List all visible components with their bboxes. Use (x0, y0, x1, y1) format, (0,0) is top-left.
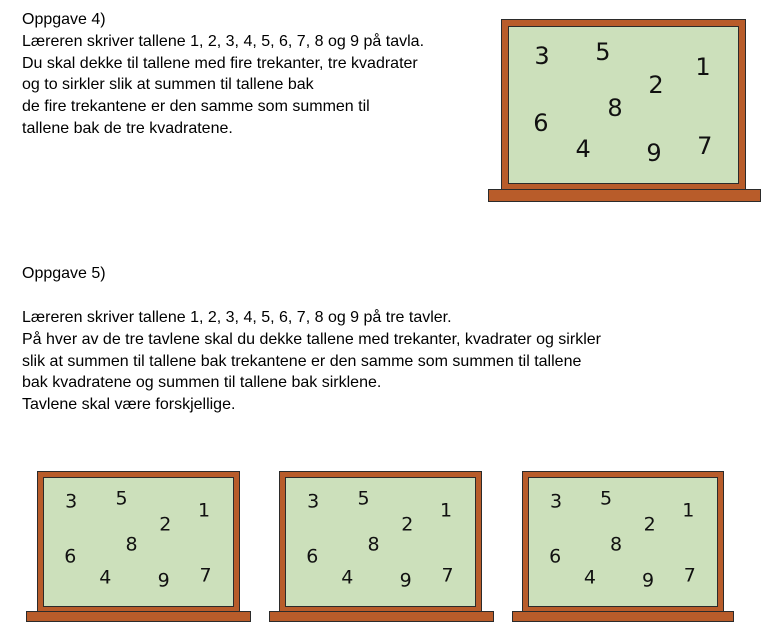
board-number-5: 5 (600, 487, 613, 510)
board-number-8: 8 (607, 94, 623, 123)
board-number-4: 4 (341, 566, 354, 589)
board-number-4: 4 (575, 134, 591, 163)
task5-line-1: Læreren skriver tallene 1, 2, 3, 4, 5, 6… (22, 309, 452, 326)
task4-line-5: tallene bak de tre kvadratene. (22, 119, 233, 137)
board-number-7: 7 (683, 564, 696, 587)
board-number-8: 8 (125, 533, 138, 556)
board-number-2: 2 (643, 513, 656, 536)
board-number-9: 9 (646, 139, 662, 168)
board-number-8: 8 (367, 533, 380, 556)
board-number-4: 4 (583, 566, 596, 589)
board-number-5: 5 (115, 487, 128, 510)
board-ledge (26, 611, 251, 622)
board-number-1: 1 (440, 499, 453, 522)
board-number-7: 7 (199, 564, 212, 587)
board-number-3: 3 (307, 490, 320, 513)
board-number-5: 5 (595, 38, 611, 67)
board-ledge (488, 189, 761, 202)
board-number-1: 1 (695, 53, 711, 82)
board-number-1: 1 (682, 499, 695, 522)
board-number-3: 3 (65, 490, 78, 513)
task4-line-4: de fire trekantene er den samme som summ… (22, 98, 370, 116)
task5-line-4: bak kvadratene og summen til tallene bak… (22, 374, 382, 392)
task4-title: Oppgave 4) (22, 11, 106, 28)
board-number-9: 9 (399, 569, 412, 592)
board-number-5: 5 (357, 487, 370, 510)
task5-line-2: På hver av de tre tavlene skal du dekke … (22, 330, 601, 348)
board-number-1: 1 (198, 499, 211, 522)
board-number-7: 7 (441, 564, 454, 587)
board-number-6: 6 (306, 545, 319, 568)
task4-line-2: Du skal dekke til tallene med fire treka… (22, 54, 418, 72)
board-number-9: 9 (641, 569, 655, 592)
task5-line-3: slik at summen til tallene bak trekanten… (22, 352, 582, 370)
board-number-6: 6 (549, 545, 562, 568)
board-number-2: 2 (159, 513, 172, 536)
board-number-7: 7 (697, 132, 713, 161)
task5-title: Oppgave 5) (22, 265, 106, 282)
task5-title-block: Oppgave 5) (22, 263, 106, 285)
task4-text: Oppgave 4) Læreren skriver tallene 1, 2,… (22, 9, 424, 140)
board-number-4: 4 (99, 566, 112, 589)
board-number-3: 3 (550, 490, 563, 513)
board-number-2: 2 (648, 70, 664, 99)
board-number-2: 2 (401, 513, 414, 536)
board-number-6: 6 (64, 545, 77, 568)
board-number-3: 3 (534, 41, 550, 70)
task4-line-1: Læreren skriver tallene 1, 2, 3, 4, 5, 6… (22, 32, 425, 50)
board-number-9: 9 (157, 569, 170, 592)
board-ledge (269, 611, 494, 622)
board-number-6: 6 (533, 109, 549, 138)
board-ledge (512, 611, 734, 622)
task4-line-3: og to sirkler slik at summen til tallene… (22, 76, 314, 94)
task5-text: Læreren skriver tallene 1, 2, 3, 4, 5, 6… (22, 307, 601, 416)
task5-line-5: Tavlene skal være forskjellige. (22, 396, 236, 414)
board-number-8: 8 (609, 533, 623, 556)
